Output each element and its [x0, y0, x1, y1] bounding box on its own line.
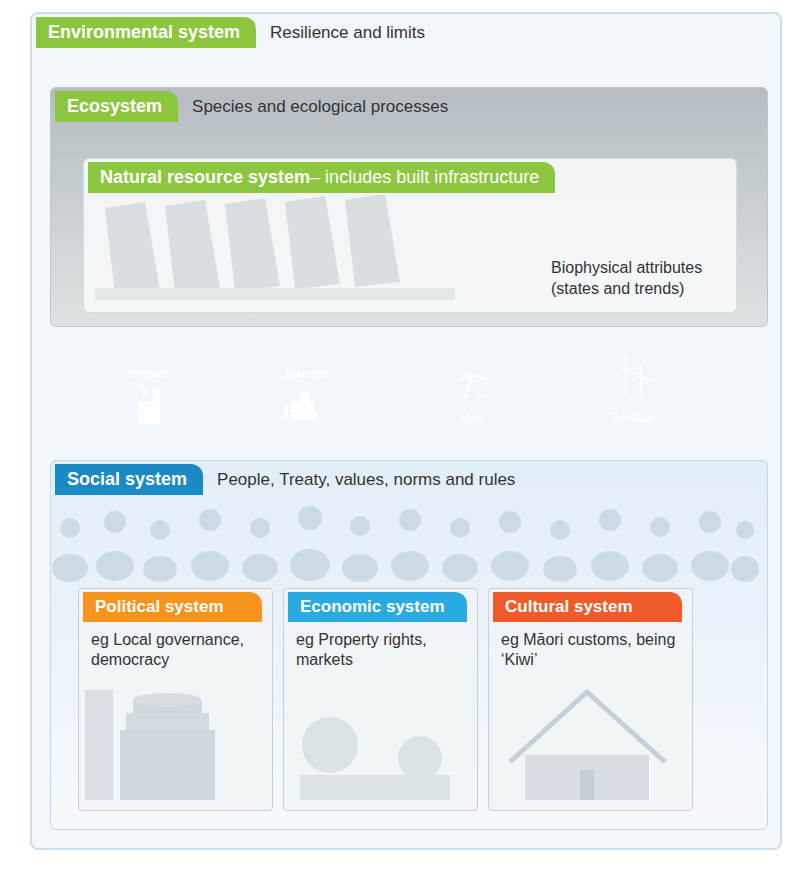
arrow-label-box: Use — [432, 408, 512, 426]
heading-tab: Political system — [83, 592, 262, 622]
heading-text: Natural resource system — [100, 167, 310, 187]
body-text: eg Property rights, markets — [296, 630, 465, 670]
header-row: Political system — [83, 592, 272, 622]
header-row: Social system People, Treaty, values, nor… — [55, 464, 767, 495]
heading-note: – includes built infrastructure — [310, 167, 539, 187]
heading-tab: Natural resource system– includes built … — [88, 162, 555, 193]
heading-tab: Environmental system — [36, 17, 256, 48]
bulldozer-icon — [284, 393, 318, 420]
header-row: Cultural system — [493, 592, 692, 622]
heading-text: Social system — [67, 469, 187, 489]
heading-text: Ecosystem — [67, 96, 162, 116]
body-text: Biophysical attributes (states and trend… — [551, 258, 716, 300]
marae-building — [510, 692, 665, 800]
subtitle-text: Resilience and limits — [270, 23, 425, 43]
dam-illustration — [95, 194, 455, 300]
market-illustration — [300, 717, 450, 800]
heading-text: Environmental system — [48, 22, 240, 42]
header-row: Economic system — [288, 592, 477, 622]
heading-tab: Cultural system — [493, 592, 682, 622]
parliament-building — [85, 690, 215, 800]
header-row: Environmental system Resilience and limit… — [36, 17, 780, 48]
arrow-label-box: Impact — [109, 364, 189, 382]
subtitle-text: People, Treaty, values, norms and rules — [217, 470, 515, 490]
people-silhouettes — [52, 506, 759, 582]
pickaxe-icon — [460, 375, 487, 400]
header-row: Natural resource system– includes built … — [88, 162, 736, 193]
wind-turbine-icon — [614, 354, 650, 396]
heading-text: Cultural system — [505, 597, 633, 616]
arrow-label-box: Manage — [267, 364, 347, 382]
body-text: eg Māori customs, being ‘Kiwi’ — [501, 630, 680, 670]
arrow-label: Use — [461, 411, 483, 425]
heading-tab: Ecosystem — [55, 91, 178, 122]
arrow-label: Service — [611, 411, 654, 425]
heading-text: Economic system — [300, 597, 445, 616]
arrow-label: Manage — [285, 367, 330, 381]
header-row: Ecosystem Species and ecological processe… — [55, 91, 767, 122]
heading-tab: Social system — [55, 464, 203, 495]
body-text: eg Local governance, democracy — [91, 630, 260, 670]
heading-tab: Economic system — [288, 592, 467, 622]
arrow-label-box: Service — [592, 408, 672, 426]
subtitle-text: Species and ecological processes — [192, 97, 448, 117]
factory-icon — [138, 384, 160, 425]
heading-text: Political system — [95, 597, 224, 616]
arrow-label: Impact — [130, 367, 169, 381]
